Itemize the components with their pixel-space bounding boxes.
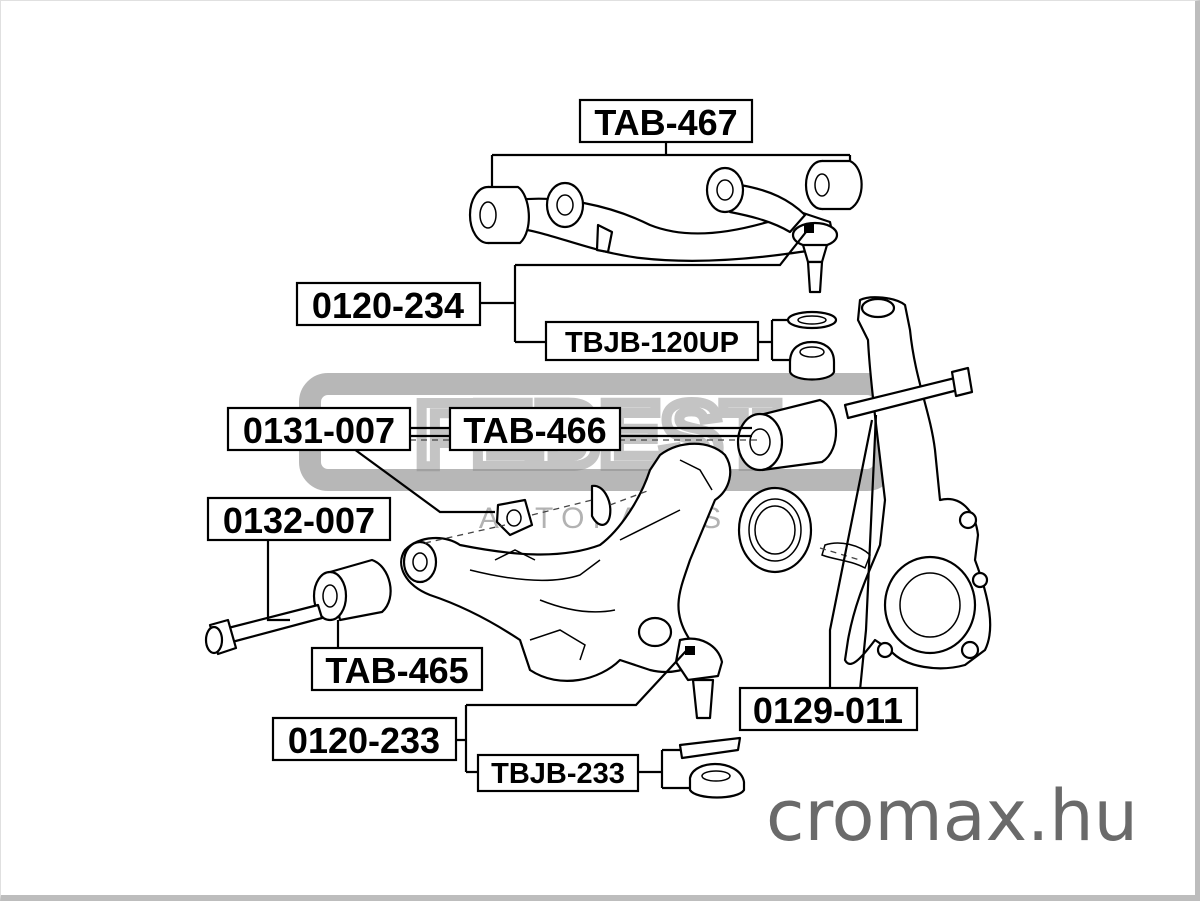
label-0120-233: 0120-233 xyxy=(271,716,458,762)
leader-lines xyxy=(266,140,878,790)
label-tab-466: TAB-466 xyxy=(448,406,622,452)
label-0129-011: 0129-011 xyxy=(738,686,919,732)
label-text-0131-007: 0131-007 xyxy=(243,410,395,451)
seal-ring xyxy=(737,486,813,574)
dash-line-5 xyxy=(819,547,861,561)
label-text-tab-467: TAB-467 xyxy=(594,102,737,143)
upper-control-arm xyxy=(468,159,863,294)
label-text-tab-465: TAB-465 xyxy=(325,650,468,691)
upper-boot-parts xyxy=(786,310,838,381)
cam-bolt xyxy=(204,603,324,656)
lower-boot-parts xyxy=(678,736,746,799)
label-tab-467: TAB-467 xyxy=(578,98,754,144)
long-bolt xyxy=(843,366,974,420)
dash-line-2 xyxy=(609,489,651,506)
label-text-0120-233: 0120-233 xyxy=(288,720,440,761)
label-text-0120-234: 0120-234 xyxy=(312,285,464,326)
label-0120-234: 0120-234 xyxy=(295,281,482,327)
label-tab-465: TAB-465 xyxy=(310,646,484,692)
label-text-tbjb-120up: TBJB-120UP xyxy=(565,327,739,359)
label-tbjb-233: TBJB-233 xyxy=(476,753,640,793)
label-text-tbjb-233: TBJB-233 xyxy=(491,758,625,790)
label-text-tab-466: TAB-466 xyxy=(463,410,606,451)
label-text-0129-011: 0129-011 xyxy=(753,690,903,731)
lower-control-arm xyxy=(400,442,732,720)
label-tbjb-120up: TBJB-120UP xyxy=(544,320,760,362)
label-0132-007: 0132-007 xyxy=(206,496,392,542)
bushing-465 xyxy=(312,558,392,622)
joint-marker-upper xyxy=(804,224,814,233)
site-watermark: cromax.hu xyxy=(766,775,1138,857)
joint-marker-lower xyxy=(685,646,695,655)
dash-line-4 xyxy=(424,524,506,544)
label-0131-007: 0131-007 xyxy=(226,406,412,452)
cam-washers xyxy=(495,484,612,537)
label-text-0132-007: 0132-007 xyxy=(223,500,375,541)
